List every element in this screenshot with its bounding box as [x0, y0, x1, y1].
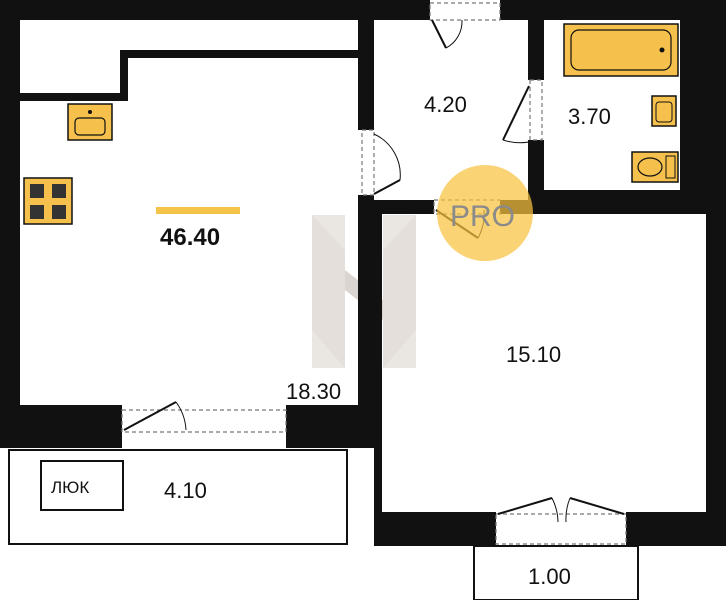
- sink-icon: [67, 103, 113, 141]
- hatch-box: [40, 460, 124, 511]
- room-area-bathroom: 3.70: [568, 104, 611, 129]
- bathtub-icon: [563, 23, 679, 77]
- watermark-text: PRO: [450, 200, 515, 233]
- room-area-kitchen-living: 18.30: [286, 379, 341, 404]
- stove-icon: [23, 177, 73, 225]
- loggia: [8, 449, 348, 545]
- door-openings: [121, 2, 627, 545]
- walls: [0, 0, 726, 546]
- room-area-bedroom: 15.10: [506, 342, 561, 367]
- balcony: [473, 545, 639, 600]
- room-area-hall: 4.20: [424, 92, 467, 117]
- watermark-circle: [437, 165, 533, 261]
- room-area-loggia: 4.10: [164, 478, 207, 503]
- total-area-bar: [156, 207, 240, 214]
- washbasin-icon: [651, 95, 677, 127]
- room-area-balcony: 1.00: [528, 564, 571, 589]
- hatch-label: ЛЮК: [51, 478, 89, 497]
- total-area-label: 46.40: [160, 224, 220, 251]
- toilet-icon: [631, 151, 679, 183]
- watermark-h-logo: [312, 215, 416, 368]
